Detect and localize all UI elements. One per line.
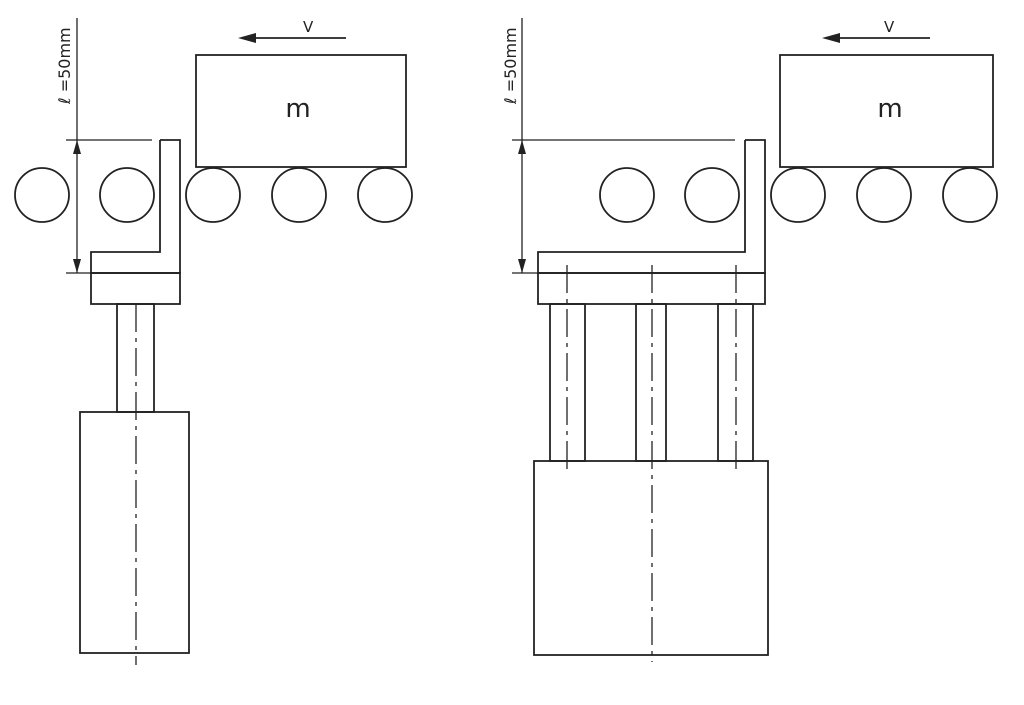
mass-block-left [195, 54, 407, 168]
stroke-label-right: ℓ =50mm [501, 27, 520, 105]
velocity-arrow-left [238, 33, 346, 43]
roller [14, 167, 70, 223]
velocity-label-right: V [884, 18, 895, 36]
mass-label-left: m [285, 94, 310, 124]
figure-triple-cylinder: V m [501, 18, 998, 662]
roller-conveyor-right [599, 167, 998, 223]
mounting-block-left [90, 272, 181, 305]
roller [357, 167, 413, 223]
stroke-dimension-left [66, 18, 152, 274]
roller [942, 167, 998, 223]
roller [856, 167, 912, 223]
stopper-plate-left [90, 139, 181, 274]
roller [684, 167, 740, 223]
piston-rod-right-2 [635, 303, 667, 462]
mass-label-right: m [877, 94, 902, 124]
roller [599, 167, 655, 223]
figure-single-cylinder: V m ℓ =50mm [14, 18, 413, 665]
roller [185, 167, 241, 223]
cylinder-body-left [79, 411, 190, 654]
stroke-label-left: ℓ =50mm [55, 27, 74, 105]
velocity-label-left: V [303, 18, 314, 36]
velocity-arrow-right [822, 33, 930, 43]
cylinder-body-right [533, 460, 769, 656]
stroke-dimension-right [512, 18, 735, 274]
roller [99, 167, 155, 223]
roller [770, 167, 826, 223]
roller [271, 167, 327, 223]
roller-conveyor-left [14, 167, 413, 223]
mass-block-right [779, 54, 994, 168]
